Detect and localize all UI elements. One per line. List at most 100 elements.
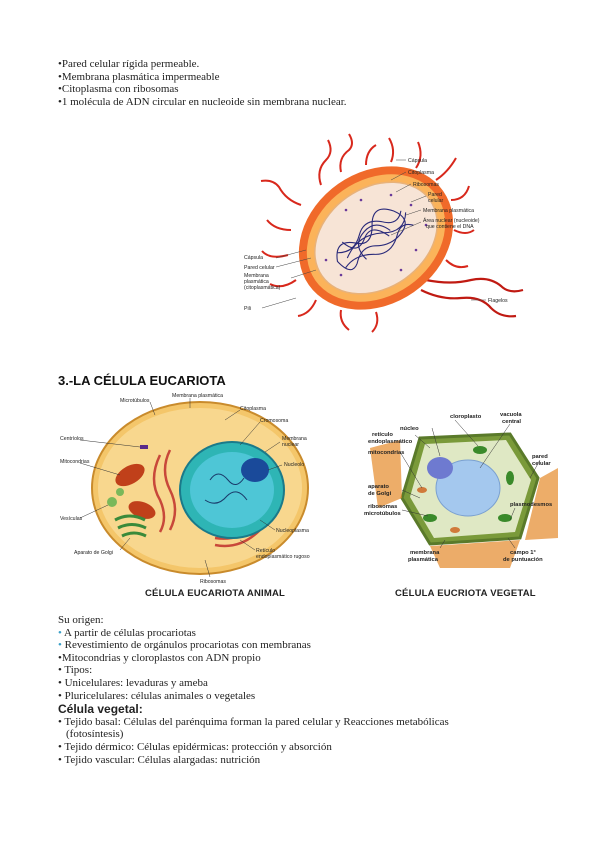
list-item: • Tipos:: [58, 664, 93, 677]
list-item: •Citoplasma con ribosomas: [58, 83, 179, 95]
body-text: Su origen: • A partir de células procari…: [58, 614, 558, 766]
bullet-icon: •: [58, 639, 65, 652]
label-pared-2: celular: [428, 198, 444, 204]
label-vacuola-1: vacuola: [500, 412, 522, 418]
golgi-shape: [114, 514, 147, 538]
label-pared-1: pared: [532, 454, 548, 460]
list-item-continuation: (fotosíntesis): [66, 728, 124, 741]
label-pili: Pili: [244, 306, 251, 312]
label-campo-2: de puntuación: [503, 557, 543, 563]
label-membrana-plasmatica: Membrana plasmática: [172, 393, 223, 399]
mitochondria-group: [417, 487, 460, 533]
bullet-icon: •: [58, 626, 64, 639]
label-reticulo-2: endoplasmático rugoso: [256, 554, 310, 560]
label-area-nuclear-1: Área nuclear (nucleoide): [423, 217, 480, 224]
vesicle-shape: [116, 488, 124, 496]
list-item: • Unicelulares: levaduras y ameba: [58, 676, 208, 689]
subhead-celula-vegetal: Célula vegetal:: [58, 702, 143, 717]
list-item: •Membrana plasmática impermeable: [58, 70, 220, 83]
ribosome-dots: [324, 193, 428, 277]
label-microtubulos: microtúbulos: [364, 511, 401, 517]
caption-animal: CÉLULA EUCARIOTA ANIMAL: [145, 588, 286, 599]
mitochondria-shape: [128, 501, 156, 519]
label-mitocondrias: Mitocondrias: [60, 459, 90, 465]
label-membrana-3: (citoplasmática): [244, 285, 281, 291]
label-membrana-nuclear-2: nuclear: [282, 442, 299, 448]
nucleus-shape: [427, 457, 453, 479]
label-reticulo-1: Retículo: [256, 548, 275, 554]
chromatin-shape: [204, 473, 248, 504]
label-membrana-nuclear-1: Membrana: [282, 436, 307, 442]
label-aparato-2: de Golgi: [368, 491, 392, 497]
vacuole-shape: [435, 459, 501, 517]
plant-label-group: núcleo cloroplasto vacuola central retíc…: [364, 412, 552, 563]
label-aparato-1: aparato: [368, 484, 389, 490]
label-reticulo-2: endoplasmático: [368, 439, 413, 445]
procariota-features-list: •Pared celular rígida permeable. •Membra…: [58, 58, 347, 108]
centriole-shape: [140, 445, 148, 449]
label-vacuola-2: central: [502, 419, 521, 425]
bacteria-diagram: Cápsula Citoplasma Ribosomas Pared celul…: [244, 133, 524, 333]
label-vesiculas: Vesículas: [60, 516, 83, 522]
list-item: • A partir de células procariotas: [58, 627, 558, 640]
list-item: •Pared celular rígida permeable.: [58, 58, 200, 70]
origen-heading: Su origen:: [58, 614, 104, 626]
list-item: •1 molécula de ADN circular en nucleoide…: [58, 95, 347, 108]
label-cromosoma: Cromosoma: [260, 418, 288, 424]
caption-plant: CÉLULA EUCRIOTA VEGETAL: [395, 588, 536, 599]
animal-cell-diagram: Microtúbulos Membrana plasmática Citopla…: [60, 393, 310, 585]
mitochondria-shape: [115, 463, 145, 487]
neighbor-cells: [370, 440, 558, 568]
list-item: • Tejido vascular: Células alargadas: nu…: [58, 753, 261, 766]
label-area-nuclear-2: que contiene el DNA: [426, 224, 474, 230]
label-nucleoplasma: Nucleoplasma: [276, 528, 309, 534]
label-reticulo-1: retículo: [372, 432, 393, 438]
label-capsula-left: Cápsula: [244, 255, 263, 261]
list-item: • Tejido dérmico: Células epidérmicas: p…: [58, 740, 332, 753]
chloroplast-group: [423, 446, 514, 522]
label-campo-1: campo 1°: [510, 550, 537, 556]
leader-lines-right: [261, 159, 486, 309]
label-membrana-1: membrana: [410, 550, 440, 556]
label-plasmodesmos: plasmodesmos: [510, 502, 552, 508]
label-nucleo: núcleo: [400, 426, 419, 432]
label-flagelos: Flagelos: [488, 298, 508, 304]
label-membrana-1: Membrana: [244, 273, 269, 279]
label-mitocondrias: mitocondrias: [368, 450, 404, 456]
vesicle-shape: [107, 497, 117, 507]
plant-leader-lines: [399, 419, 541, 549]
nucleoid-shape: [336, 208, 414, 271]
list-item-text: Revestimiento de orgánulos procariotas c…: [64, 639, 311, 652]
label-pared-celular-left: Pared celular: [244, 265, 275, 271]
list-item-text: A partir de células procariotas: [64, 626, 196, 639]
label-ribosomas: Ribosomas: [413, 182, 439, 188]
animal-leader-lines: [79, 398, 283, 578]
label-pared-1: Pared: [428, 192, 442, 198]
nucleolus-shape: [241, 458, 269, 482]
label-aparato-golgi: Aparato de Golgi: [74, 550, 113, 556]
label-membrana-2: plasmática: [408, 557, 439, 563]
label-citoplasma: Citoplasma: [408, 170, 434, 176]
bacteria-label-group: Cápsula Citoplasma Ribosomas Pared celul…: [244, 158, 508, 312]
animal-label-group: Microtúbulos Membrana plasmática Citopla…: [60, 393, 310, 585]
list-item: •Mitocondrias y cloroplastos con ADN pro…: [58, 651, 261, 664]
label-pared-2: celular: [532, 461, 551, 467]
label-ribosomas: ribosomas: [368, 504, 397, 510]
label-citoplasma: Citoplasma: [240, 406, 266, 412]
label-nucleolo: Nucleolo: [284, 462, 304, 468]
list-item: • Revestimiento de orgánulos procariotas…: [58, 639, 558, 652]
label-centriolos: Centríolos: [60, 436, 84, 442]
label-membrana-plasmatica: Membrana plasmática: [423, 208, 474, 214]
list-item: • Tejido basal: Células del parénquima f…: [58, 715, 449, 728]
label-capsula-right: Cápsula: [408, 158, 427, 164]
plant-cell-diagram: núcleo cloroplasto vacuola central retíc…: [364, 412, 558, 568]
flagella-group: [420, 277, 524, 318]
pili-group: [260, 133, 475, 333]
label-cloroplasto: cloroplasto: [450, 414, 482, 420]
section-title: 3.-LA CÉLULA EUCARIOTA: [58, 373, 226, 388]
label-microtubulos: Microtúbulos: [120, 398, 150, 404]
label-ribosomas: Ribosomas: [200, 579, 226, 585]
list-item: • Pluricelulares: células animales o veg…: [58, 689, 256, 702]
label-membrana-2: plasmática: [244, 279, 269, 285]
